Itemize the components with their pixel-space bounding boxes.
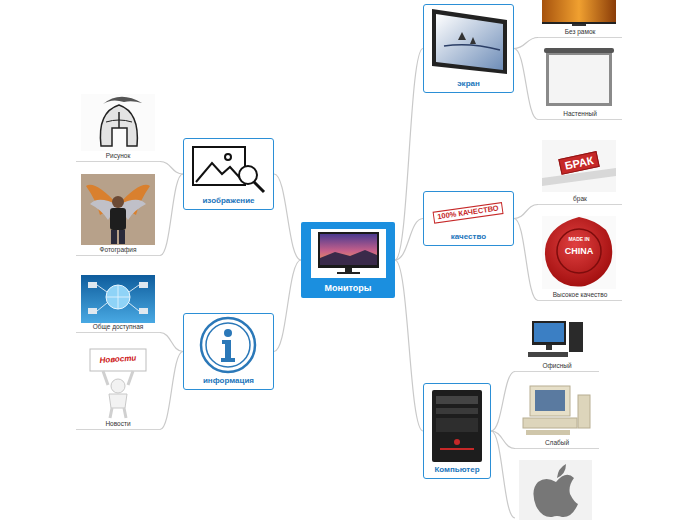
- info-icon: [201, 318, 255, 372]
- branch-topic: Компьютер: [423, 383, 491, 479]
- topic-label: Фотография: [99, 246, 136, 253]
- connector: [491, 431, 515, 449]
- leaf-topic: Фотография: [76, 174, 160, 256]
- topic-label: брак: [573, 195, 587, 202]
- central-topic: Мониторы: [301, 222, 395, 298]
- leaf-topic: Офисный: [515, 318, 599, 372]
- picture-text: CHINA: [565, 247, 594, 257]
- topic-label: Рисунок: [106, 152, 131, 159]
- reject-stamp: [542, 140, 616, 192]
- wall-screen: [544, 48, 614, 106]
- connector: [160, 333, 183, 352]
- leader-line: [491, 431, 515, 518]
- topic-label: Слабый: [545, 439, 569, 446]
- image-icon: [193, 147, 264, 192]
- connector: [395, 49, 423, 261]
- topic-label: качество: [451, 232, 486, 241]
- connector: [160, 162, 183, 175]
- topic-label: Без рамок: [565, 28, 596, 35]
- connector: [491, 372, 515, 432]
- leaf-topic: Настенный: [538, 46, 622, 120]
- topic-label: Офисный: [542, 362, 571, 369]
- central-box: [301, 222, 395, 298]
- topic-label: Высокое качество: [553, 291, 608, 298]
- picture-text: MADE IN: [568, 237, 589, 243]
- branch-box-fill: [183, 4, 514, 479]
- connector: [160, 174, 183, 256]
- connector: [514, 219, 538, 301]
- topic-label: информация: [203, 376, 254, 385]
- picture-text: БРАК: [558, 151, 599, 175]
- frameless-tv: [542, 0, 616, 26]
- picture-text: 100% КАЧЕСТВО: [433, 202, 504, 224]
- topic-label: Мониторы: [325, 283, 372, 293]
- helmet-drawing: [81, 94, 155, 151]
- leaf-topic: брак: [538, 138, 622, 205]
- branch-topic: экран: [423, 4, 514, 93]
- screen-icon: [432, 9, 507, 74]
- pc-tower-icon: [432, 390, 482, 462]
- topic-label: Настенный: [563, 110, 597, 117]
- leaf-topic: Слабый: [515, 381, 599, 449]
- connector: [395, 260, 423, 431]
- branch-topic: изображение: [183, 138, 274, 210]
- network-picture: [81, 275, 155, 323]
- apple-logo: [519, 460, 592, 520]
- topic-label: Обще доступная: [93, 323, 144, 330]
- topic-label: Новости: [105, 420, 130, 427]
- picture-text: Новости: [97, 354, 138, 366]
- connector: [514, 38, 538, 49]
- connector: [514, 49, 538, 120]
- leaf-topic: Рисунок: [76, 94, 160, 162]
- topic-label: изображение: [202, 196, 254, 205]
- branch-topic: информация: [183, 313, 274, 390]
- connector: [274, 174, 301, 260]
- leaf-topic: Высокое качество: [538, 214, 622, 301]
- photo: [81, 174, 155, 245]
- topic-label: экран: [457, 79, 480, 88]
- connector: [160, 352, 183, 430]
- old-pc: [523, 386, 590, 435]
- connector: [514, 205, 538, 219]
- leaf-topic: Обще доступная: [76, 275, 160, 333]
- connector: [395, 219, 423, 261]
- connector: [274, 260, 301, 352]
- wax-seal: [542, 216, 616, 289]
- leaf-topic: Без рамок: [538, 0, 622, 38]
- news-figure: [90, 349, 146, 418]
- office-pc: [528, 321, 583, 357]
- topic-label: Компьютер: [434, 465, 479, 474]
